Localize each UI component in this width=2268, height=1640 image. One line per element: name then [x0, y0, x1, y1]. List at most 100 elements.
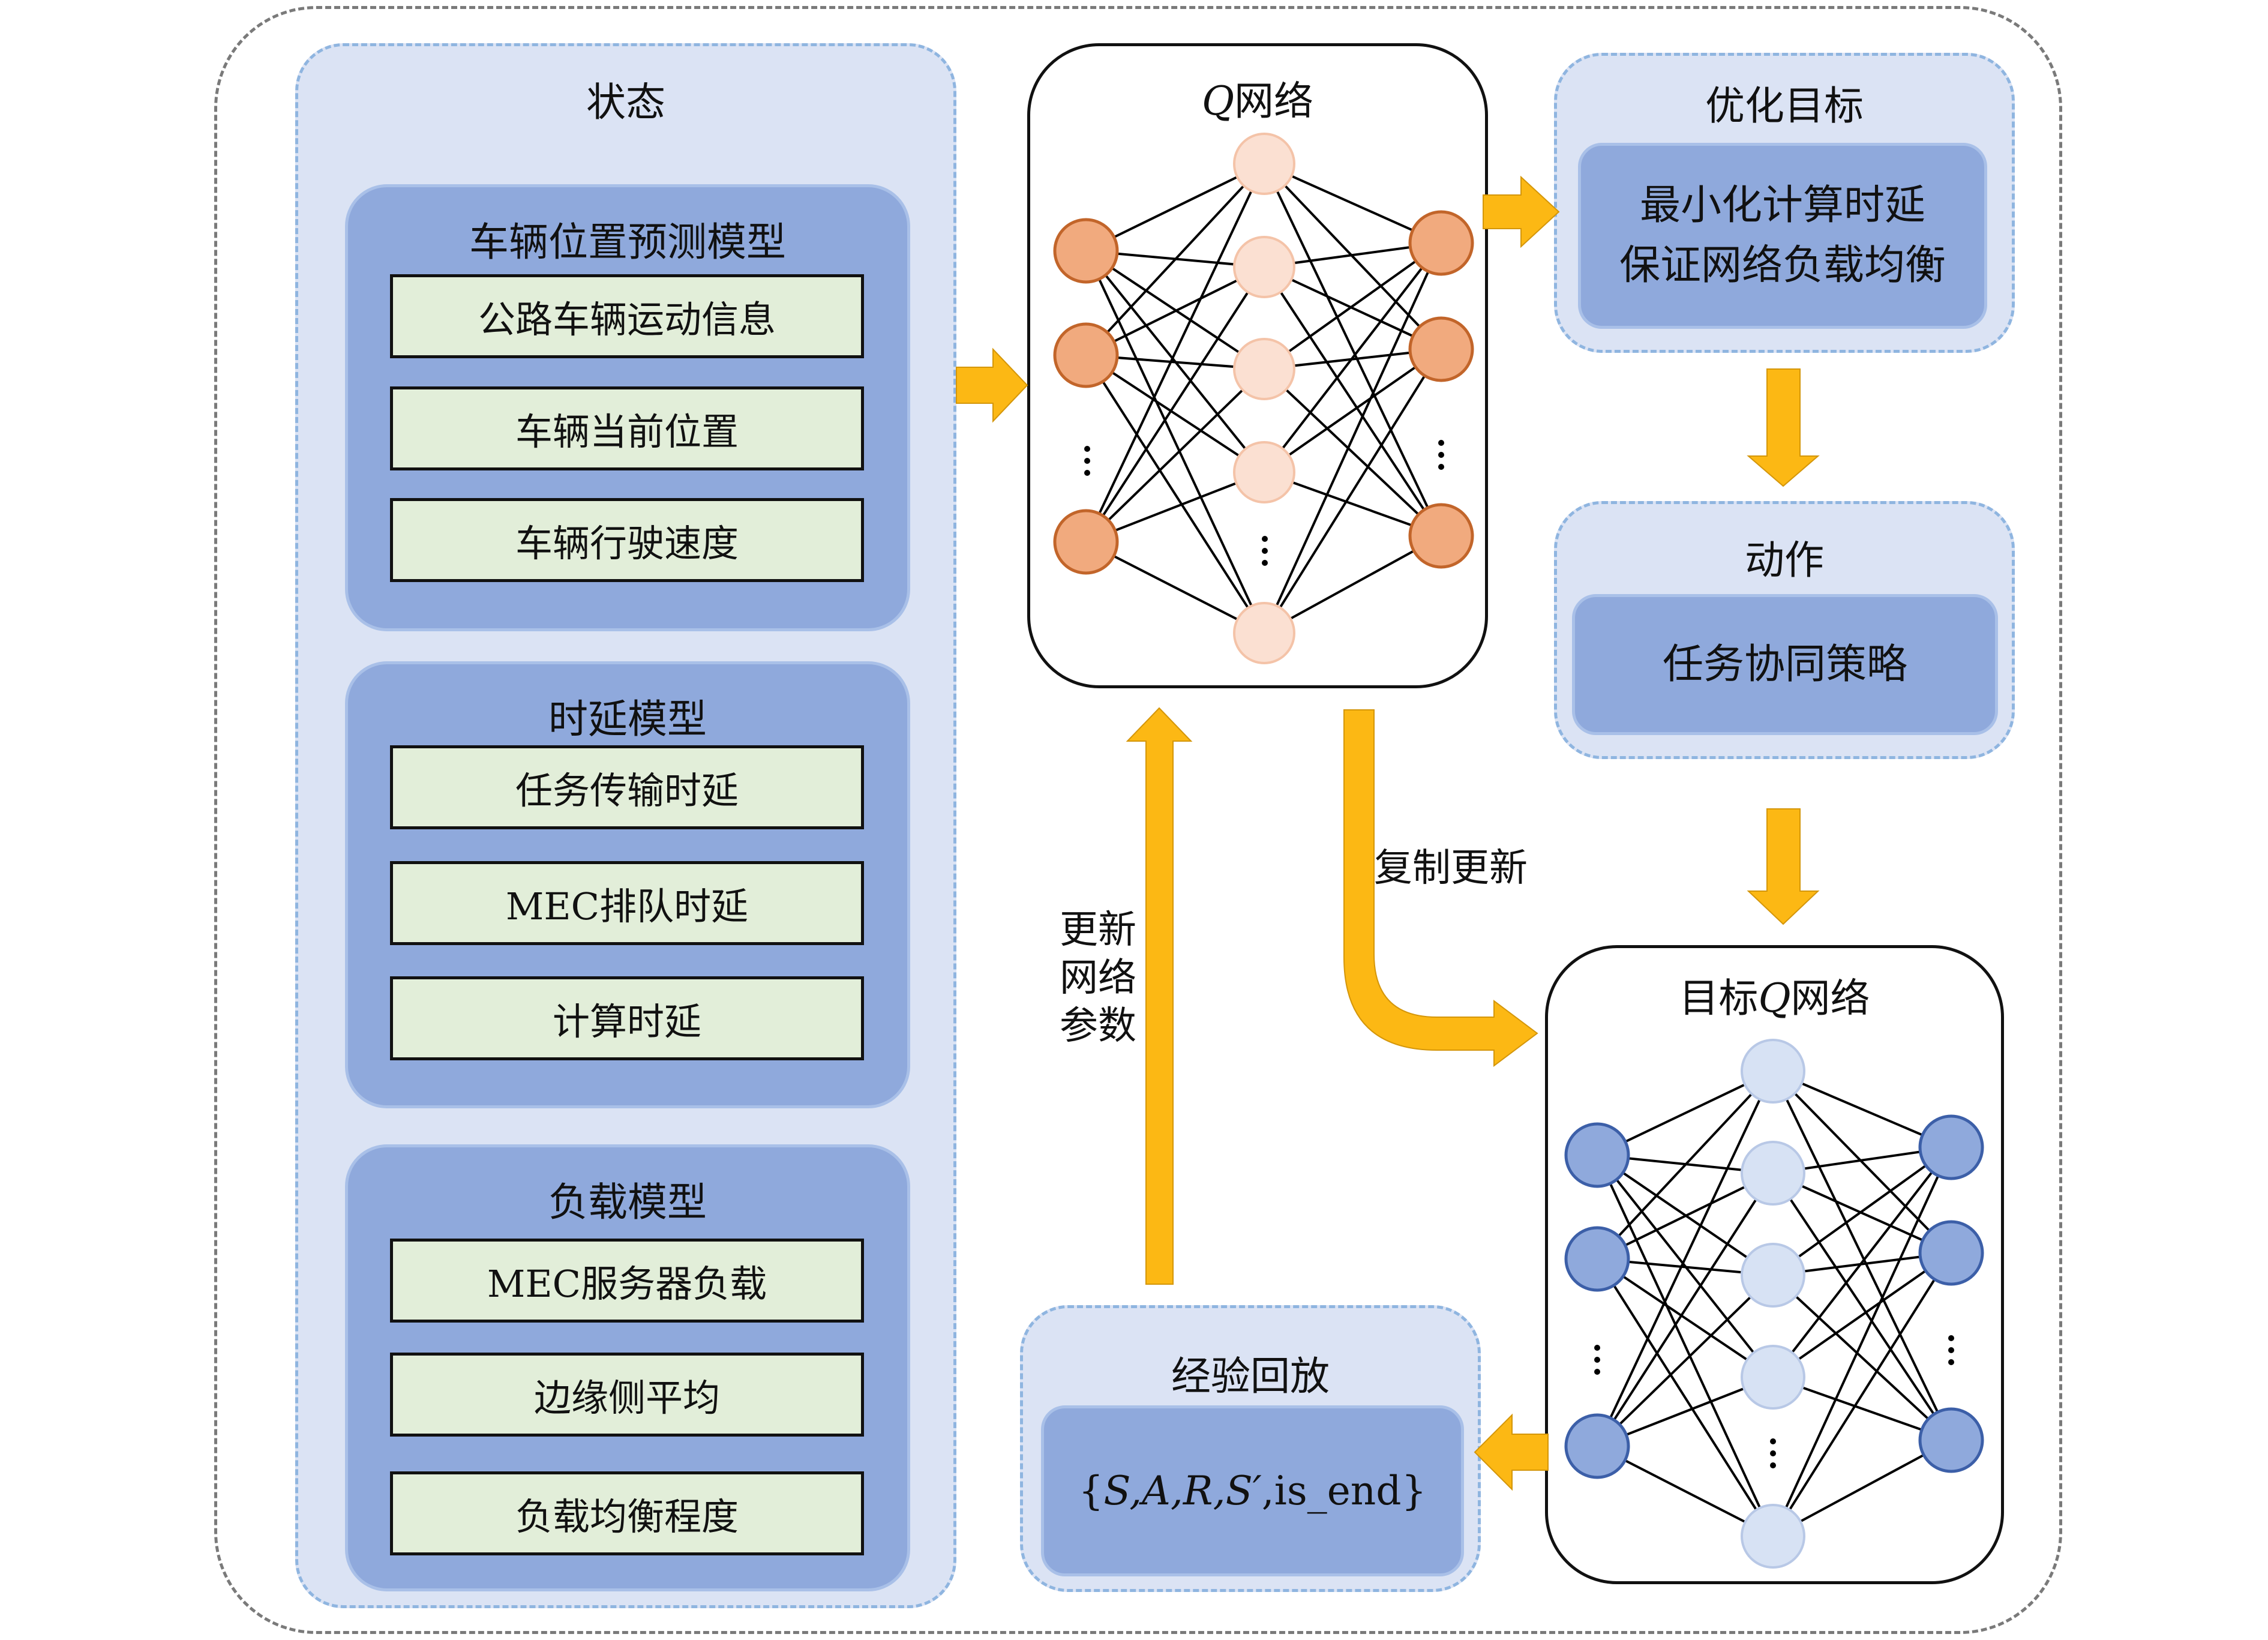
- tuple-close: }: [1401, 1467, 1427, 1514]
- net-edge: [1596, 1172, 1774, 1447]
- target-q-title-rest: 网络: [1790, 975, 1870, 1021]
- output-node: [1408, 316, 1474, 382]
- net-edge: [1596, 1155, 1774, 1537]
- net-edge: [1085, 541, 1265, 634]
- optimization-title: 优化目标: [1705, 83, 1864, 129]
- replay-panel: 经验回放 {S,A,R,S′,is_end}: [1020, 1305, 1481, 1592]
- load-model-title: 负载模型: [548, 1179, 707, 1225]
- hidden-node: [1741, 1141, 1805, 1206]
- input-node: [1053, 322, 1119, 388]
- ellipsis-dot: [1948, 1335, 1954, 1341]
- action-box: 任务协同策略: [1572, 594, 1998, 735]
- update-params-label: 更新 网络 参数: [1053, 906, 1143, 1050]
- net-edge: [1085, 368, 1265, 543]
- hidden-node: [1741, 1039, 1805, 1104]
- net-edge: [1596, 1070, 1774, 1260]
- target-q-title-prefix: 目标: [1679, 975, 1759, 1021]
- state-item: 负载均衡程度: [390, 1471, 864, 1555]
- net-edges: [1085, 163, 1442, 634]
- net-edge: [1085, 163, 1265, 252]
- ellipsis-dot: [1594, 1369, 1600, 1375]
- ellipsis-dot: [1770, 1438, 1776, 1444]
- ellipsis-dot: [1262, 536, 1268, 542]
- net-edge: [1263, 242, 1442, 473]
- net-edge: [1085, 250, 1265, 634]
- ellipsis-dot: [1770, 1462, 1776, 1468]
- input-node: [1564, 1122, 1630, 1188]
- hidden-node: [1233, 441, 1295, 503]
- output-node: [1408, 503, 1474, 569]
- delay-model-title: 时延模型: [548, 696, 707, 742]
- output-node: [1408, 210, 1474, 276]
- ellipsis-dot: [1594, 1345, 1600, 1351]
- output-node: [1918, 1220, 1984, 1286]
- vehicle-position-title: 车辆位置预测模型: [469, 219, 786, 265]
- net-edge: [1596, 1071, 1774, 1447]
- tuple-open: {: [1078, 1467, 1104, 1514]
- net-edge: [1264, 535, 1442, 634]
- state-item: 任务传输时延: [390, 745, 864, 829]
- vehicle-position-group: 车辆位置预测模型 公路车辆运动信息 车辆当前位置 车辆行驶速度: [345, 184, 910, 631]
- update-params-line: 网络: [1060, 956, 1136, 1000]
- net-edge: [1772, 1274, 1952, 1441]
- state-item: 计算时延: [390, 976, 864, 1060]
- hidden-node: [1233, 602, 1295, 664]
- target-q-network-title: 目标Q网络: [1545, 966, 2004, 1024]
- hidden-node: [1741, 1504, 1805, 1569]
- q-network-title-rest: 网络: [1234, 78, 1314, 124]
- update-params-line: 更新: [1060, 908, 1136, 952]
- hidden-node: [1233, 133, 1295, 195]
- net-edge: [1263, 242, 1442, 370]
- state-item: 公路车辆运动信息: [390, 274, 864, 358]
- output-node: [1918, 1407, 1984, 1473]
- action-panel: 动作 任务协同策略: [1554, 501, 2015, 759]
- load-model-group: 负载模型 MEC服务器负载 边缘侧平均 负载均衡程度: [345, 1144, 910, 1591]
- net-edge: [1263, 163, 1442, 536]
- ellipsis-dot: [1084, 446, 1090, 452]
- optimization-box: 最小化计算时延 保证网络负载均衡: [1578, 143, 1987, 329]
- state-item: MEC排队时延: [390, 861, 864, 945]
- action-title: 动作: [1745, 537, 1824, 583]
- arrows-layer: [956, 175, 1820, 1491]
- hidden-node: [1233, 236, 1295, 298]
- hidden-node: [1741, 1345, 1805, 1410]
- tuple-vars: S,A,R,S′: [1103, 1467, 1262, 1514]
- delay-model-group: 时延模型 任务传输时延 MEC排队时延 计算时延: [345, 661, 910, 1108]
- net-edge: [1263, 242, 1442, 634]
- ellipsis-dot: [1594, 1357, 1600, 1363]
- net-edge: [1772, 1070, 1952, 1254]
- net-edge: [1596, 1274, 1774, 1447]
- input-node: [1564, 1413, 1630, 1479]
- arrow-target-to-replay: [1474, 1413, 1549, 1491]
- net-edge: [1263, 348, 1442, 634]
- update-params-line: 参数: [1060, 1004, 1136, 1048]
- net-edge: [1085, 266, 1265, 543]
- target-q-title-italic: Q: [1758, 975, 1791, 1021]
- net-edge: [1772, 1146, 1952, 1276]
- replay-title: 经验回放: [1171, 1353, 1330, 1399]
- action-text: 任务协同策略: [1662, 640, 1907, 688]
- target-q-network-graph: [1564, 1039, 1984, 1569]
- arrow-action-to-target: [1747, 808, 1820, 925]
- net-edge: [1772, 1439, 1952, 1537]
- net-edge: [1597, 1445, 1774, 1537]
- hidden-node: [1233, 338, 1295, 400]
- net-edge: [1772, 1147, 1952, 1537]
- ellipsis-dot: [1084, 470, 1090, 476]
- ellipsis-dot: [1438, 452, 1444, 458]
- state-item: 车辆行驶速度: [390, 498, 864, 582]
- tuple-rest: ,is_end: [1261, 1467, 1402, 1514]
- replay-box: {S,A,R,S′,is_end}: [1041, 1405, 1464, 1576]
- net-edge: [1085, 266, 1265, 356]
- net-edge: [1085, 163, 1265, 542]
- optimization-line: 最小化计算时延: [1639, 182, 1925, 229]
- q-network-graph: [1053, 133, 1474, 664]
- input-node: [1053, 218, 1119, 284]
- input-node: [1053, 509, 1119, 575]
- ellipsis-dot: [1084, 458, 1090, 464]
- net-edge: [1085, 354, 1265, 473]
- arrow-optimization-to-action: [1747, 368, 1820, 487]
- net-edge: [1772, 1252, 1952, 1537]
- output-node: [1918, 1114, 1984, 1180]
